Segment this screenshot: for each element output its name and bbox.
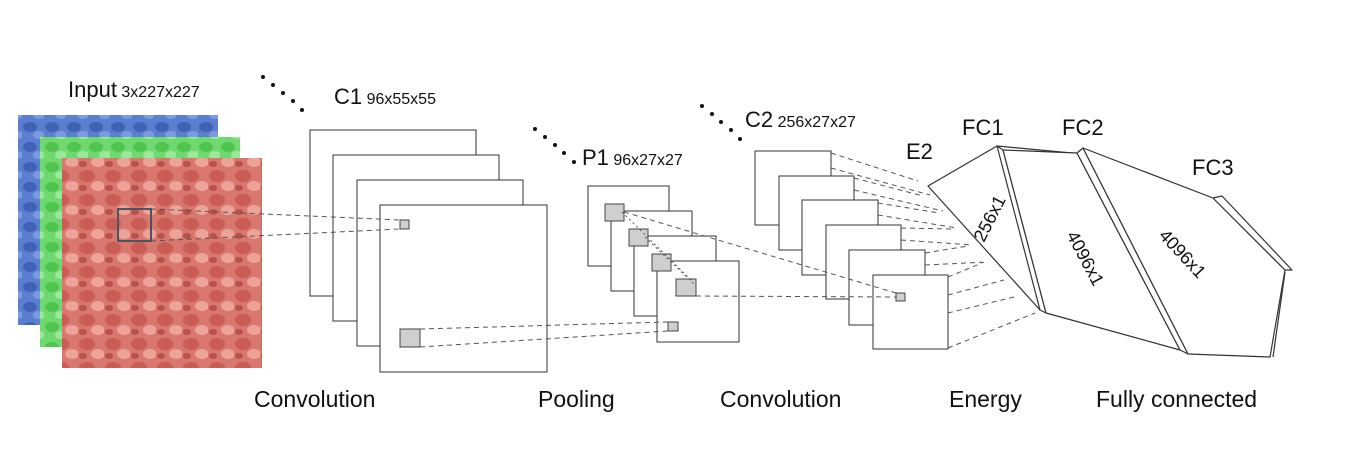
p1-patch bbox=[651, 253, 672, 272]
input-name: Input bbox=[68, 77, 117, 102]
input-dims: 3x227x227 bbox=[121, 84, 200, 101]
p1-feature-maps bbox=[587, 185, 740, 343]
c1-small-patch bbox=[399, 219, 410, 230]
stage-convolution-2: Convolution bbox=[720, 386, 842, 412]
c1-label: C1 96x55x55 bbox=[334, 84, 436, 110]
dotted-lines bbox=[621, 211, 695, 285]
ellipsis-dots bbox=[261, 75, 742, 164]
p1-patch bbox=[604, 203, 625, 222]
c2-name: C2 bbox=[745, 107, 774, 132]
c2-feature-maps bbox=[754, 150, 949, 350]
p1-name: P1 bbox=[582, 145, 609, 170]
c1-dims: 96x55x55 bbox=[366, 91, 436, 108]
c1-feature-maps bbox=[309, 129, 548, 373]
fc3-edge bbox=[1212, 195, 1293, 271]
c2-map bbox=[872, 274, 949, 350]
input-label: Input 3x227x227 bbox=[68, 77, 200, 103]
input-channel-red bbox=[62, 158, 262, 368]
stage-energy: Energy bbox=[949, 386, 1022, 412]
c2-label: C2 256x27x27 bbox=[745, 107, 856, 133]
stage-pooling: Pooling bbox=[538, 386, 615, 412]
connection-lines bbox=[150, 152, 1036, 349]
c1-name: C1 bbox=[334, 84, 363, 109]
p1-patch bbox=[675, 278, 697, 297]
fc2-label: FC2 bbox=[1062, 115, 1104, 140]
c2-patch bbox=[895, 292, 906, 302]
p1-label: P1 96x27x27 bbox=[582, 145, 683, 171]
c2-dims: 256x27x27 bbox=[777, 114, 856, 131]
stage-convolution-1: Convolution bbox=[254, 386, 376, 412]
e2-label: E2 bbox=[906, 139, 933, 164]
stage-fully-connected: Fully connected bbox=[1096, 386, 1258, 412]
input-receptive-field bbox=[117, 208, 152, 242]
fc3-label: FC3 bbox=[1192, 155, 1234, 180]
c1-pool-patch bbox=[399, 328, 421, 348]
fc3-slab bbox=[1082, 147, 1286, 358]
p1-small-patch bbox=[667, 321, 679, 332]
input-image-stack bbox=[18, 115, 262, 368]
fc-slabs bbox=[927, 145, 1293, 358]
p1-dims: 96x27x27 bbox=[613, 152, 683, 169]
fc1-label: FC1 bbox=[962, 115, 1004, 140]
